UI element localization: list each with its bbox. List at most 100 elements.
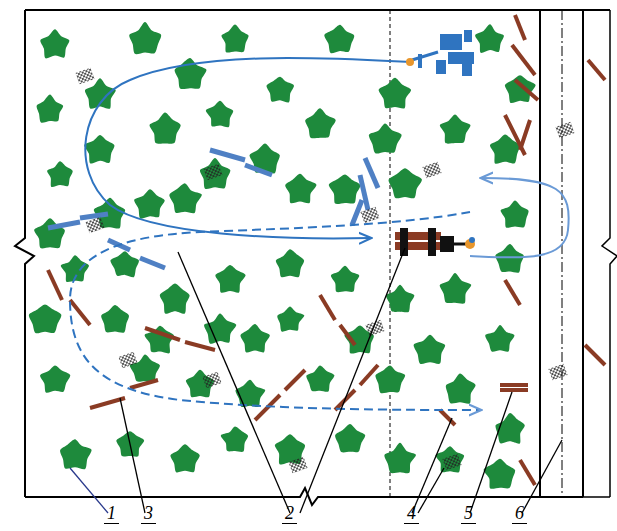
tree-crown — [276, 249, 304, 277]
tree-crown — [34, 218, 65, 248]
tree-crown — [47, 161, 73, 187]
tree-crown — [329, 174, 361, 204]
tree-crown — [170, 444, 199, 472]
tree-crown — [110, 251, 139, 277]
log — [365, 158, 378, 188]
log — [588, 60, 605, 80]
log — [130, 380, 158, 388]
tree-crown — [389, 168, 422, 198]
slash-pile — [85, 217, 104, 234]
callout-number: 6 — [512, 503, 527, 524]
tree-crown — [204, 313, 236, 343]
tree-crown — [134, 189, 165, 218]
tree-crown — [331, 266, 359, 292]
log — [520, 120, 530, 150]
callout-number: 1 — [104, 503, 119, 524]
log — [70, 300, 90, 325]
log — [80, 214, 108, 218]
slash-pile — [288, 457, 307, 474]
slash-pile — [202, 372, 221, 389]
tree-crown — [436, 446, 465, 472]
tree-crown — [40, 365, 70, 392]
tree-crowns — [29, 22, 536, 489]
tree-crown — [414, 335, 446, 364]
log — [48, 222, 80, 228]
harvester — [406, 30, 474, 76]
tree-crown — [475, 24, 504, 53]
tree-crown — [84, 135, 114, 164]
slash-pile — [442, 454, 461, 471]
log — [285, 370, 305, 390]
log — [48, 270, 62, 300]
callout-number: 5 — [461, 503, 476, 524]
tree-crown — [386, 285, 414, 313]
site-frame — [15, 10, 617, 505]
tree-crown — [277, 307, 304, 332]
leader-lines — [70, 248, 562, 513]
tree-crown — [221, 427, 248, 452]
log — [140, 258, 165, 268]
slash-pile — [548, 364, 567, 381]
log — [255, 395, 280, 420]
log — [505, 280, 520, 305]
log — [245, 165, 272, 175]
tree-crown — [305, 108, 335, 138]
tree-crown — [101, 305, 129, 333]
tree-crown — [440, 115, 471, 144]
tree-crown — [129, 22, 161, 54]
forwarder — [395, 228, 475, 256]
slash-piles — [75, 68, 574, 474]
log — [440, 410, 455, 425]
log — [515, 80, 538, 100]
callout-number: 3 — [141, 503, 156, 524]
callout-number: 2 — [282, 503, 297, 524]
tree-crown — [375, 365, 405, 393]
log — [360, 365, 378, 385]
slash-pile — [422, 162, 441, 179]
tree-crown — [235, 380, 265, 407]
log — [520, 460, 535, 485]
tree-crown — [505, 75, 536, 103]
tree-crown — [215, 265, 245, 293]
tree-crown — [60, 439, 92, 469]
logs — [48, 15, 605, 485]
log — [500, 383, 528, 387]
tree-crown — [446, 374, 476, 404]
tree-crown — [37, 95, 64, 123]
tree-crown — [169, 183, 201, 213]
tree-crown — [285, 174, 316, 204]
log — [145, 328, 180, 340]
log — [500, 388, 528, 392]
tree-crown — [485, 325, 514, 352]
tree-crown — [240, 324, 269, 353]
tree-crown — [29, 305, 62, 334]
tree-crown — [160, 283, 190, 313]
tree-crown — [267, 77, 294, 103]
callout-number: 4 — [404, 503, 419, 524]
tree-crown — [379, 78, 411, 109]
slash-pile — [555, 122, 574, 139]
tree-crown — [335, 424, 365, 452]
tree-crown — [495, 244, 523, 273]
tree-crown — [221, 24, 248, 52]
slash-pile — [360, 207, 379, 224]
slash-pile — [75, 68, 94, 85]
machine-routes — [70, 58, 569, 410]
tree-crown — [324, 25, 354, 53]
tree-crown — [200, 158, 230, 189]
tree-crown — [40, 29, 69, 58]
log — [515, 15, 525, 40]
log — [185, 342, 215, 350]
slash-pile — [118, 352, 137, 369]
log — [210, 150, 245, 160]
tree-crown — [150, 113, 181, 144]
tree-crown — [369, 123, 402, 153]
tree-crown — [306, 366, 334, 392]
tree-crown — [206, 101, 233, 128]
log — [320, 295, 335, 320]
tree-crown — [501, 200, 529, 227]
log — [512, 45, 535, 75]
slash-pile — [203, 164, 222, 181]
log — [352, 200, 362, 225]
